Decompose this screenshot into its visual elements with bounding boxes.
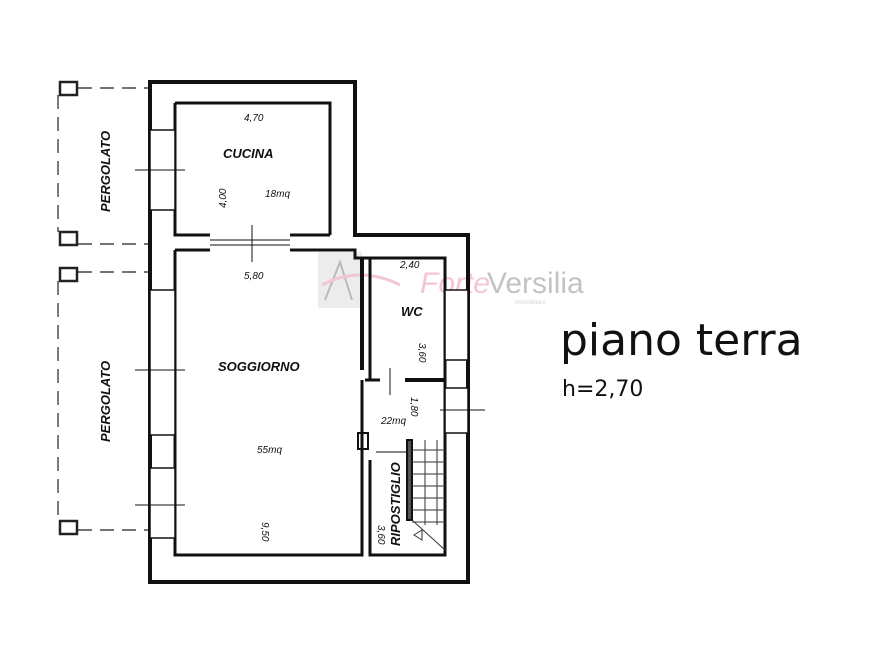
disimpegno-depth: 1,80 [408, 397, 419, 417]
watermark-brand-b: Versilia [487, 267, 584, 300]
disimpegno-area: 22mq [380, 416, 406, 427]
watermark-tagline: immobiliare [515, 300, 546, 306]
soggiorno-depth: 9,50 [259, 522, 270, 542]
ripostiglio-label: RIPOSTIGLIO [388, 462, 403, 546]
walls [135, 80, 485, 584]
ceiling-height: h=2,70 [562, 377, 643, 402]
staircase [411, 440, 446, 551]
wc-width: 2,40 [399, 260, 420, 271]
cucina-depth: 4,00 [218, 188, 229, 208]
pergolato-bottom-label: PERGOLATO [98, 361, 113, 442]
pergolato-structure [57, 80, 150, 536]
cucina-width: 4,70 [244, 113, 264, 124]
wc-label: WC [401, 304, 423, 319]
soggiorno-label: SOGGIORNO [218, 359, 300, 374]
cucina-area: 18mq [265, 189, 290, 200]
pergolato-top-label: PERGOLATO [98, 131, 113, 212]
ripostiglio-depth: 3,60 [375, 525, 386, 545]
wc-depth: 3,60 [416, 343, 427, 363]
floor-title: piano terra [560, 315, 803, 366]
watermark-logo: Forte Versilia immobiliare [318, 252, 584, 308]
soggiorno-area: 55mq [257, 445, 282, 456]
soggiorno-width: 5,80 [244, 271, 264, 282]
cucina-label: CUCINA [223, 146, 274, 161]
